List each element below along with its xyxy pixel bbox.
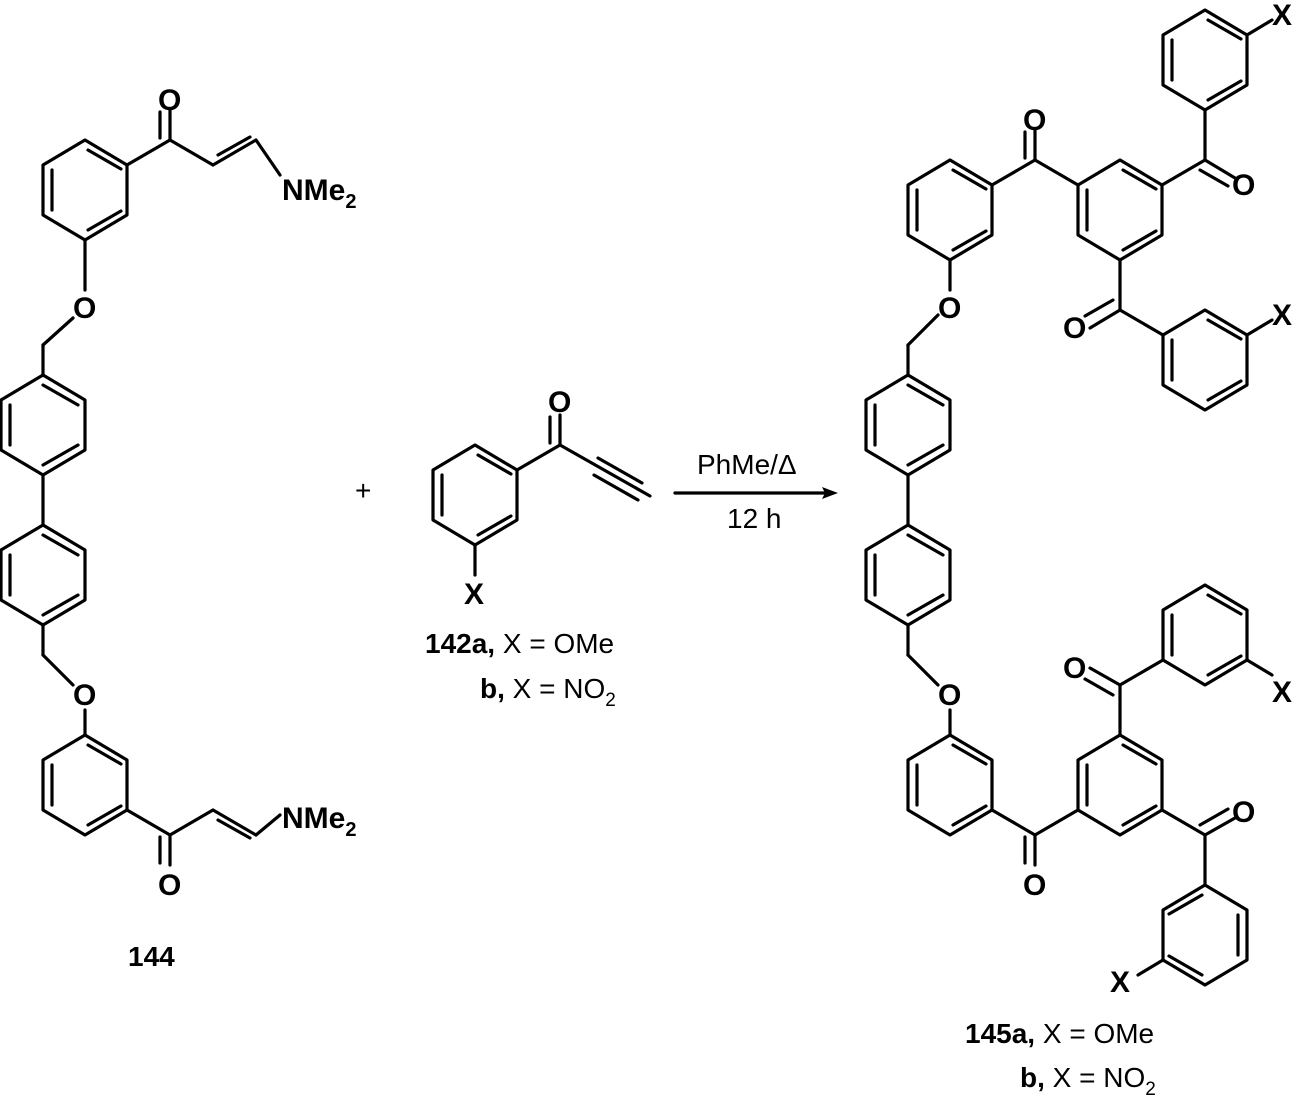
compound-144-label: 144 [128,941,175,972]
biphenyl-ring-lower [0,523,87,627]
ynone-substituent-x: X [464,578,484,611]
compound-142-line2: b, X = NO2 [480,673,616,711]
product-oxygen-6: O [1023,869,1046,902]
compound-144-structure: O NMe2 O O [0,84,356,902]
reaction-arrow [673,487,838,499]
compound-145-line2: b, X = NO2 [1020,1062,1156,1098]
product-x-4: X [1110,966,1130,999]
plus-sign: + [355,475,371,506]
carbonyl-oxygen-bottom: O [158,869,181,902]
product-x-3: X [1272,676,1292,709]
product-oxygen-1: O [1023,104,1046,137]
aryl-ring-top [41,138,129,242]
compound-145-structure [864,8,1274,987]
compound-142-line1: 142a, X = OMe [425,628,614,659]
product-oxygen-4: O [1063,652,1086,685]
biphenyl-ring-upper [0,373,87,477]
aryl-ring-bottom [41,733,129,837]
nme2-label-bottom: NMe2 [282,802,356,841]
compound-142-structure [431,413,652,577]
compound-145-line1: 145a, X = OMe [965,1018,1154,1049]
condition-solvent-heat: PhMe/Δ [697,449,797,480]
product-x-2: X [1272,299,1292,332]
enaminone-top [125,108,282,177]
ether-oxygen-bottom: O [73,679,96,712]
ynone-carbonyl-oxygen: O [548,386,571,419]
product-oxygen-2: O [1232,169,1255,202]
product-ether-oxygen-bottom: O [938,679,961,712]
condition-time: 12 h [727,503,782,534]
nme2-label-top: NMe2 [282,174,356,213]
product-ether-oxygen-top: O [938,292,961,325]
enaminone-bottom [125,808,282,867]
product-oxygen-5: O [1232,796,1255,829]
carbonyl-oxygen-top: O [158,84,181,117]
product-x-1: X [1272,0,1292,32]
product-oxygen-3: O [1063,312,1086,345]
ether-oxygen-top: O [73,292,96,325]
